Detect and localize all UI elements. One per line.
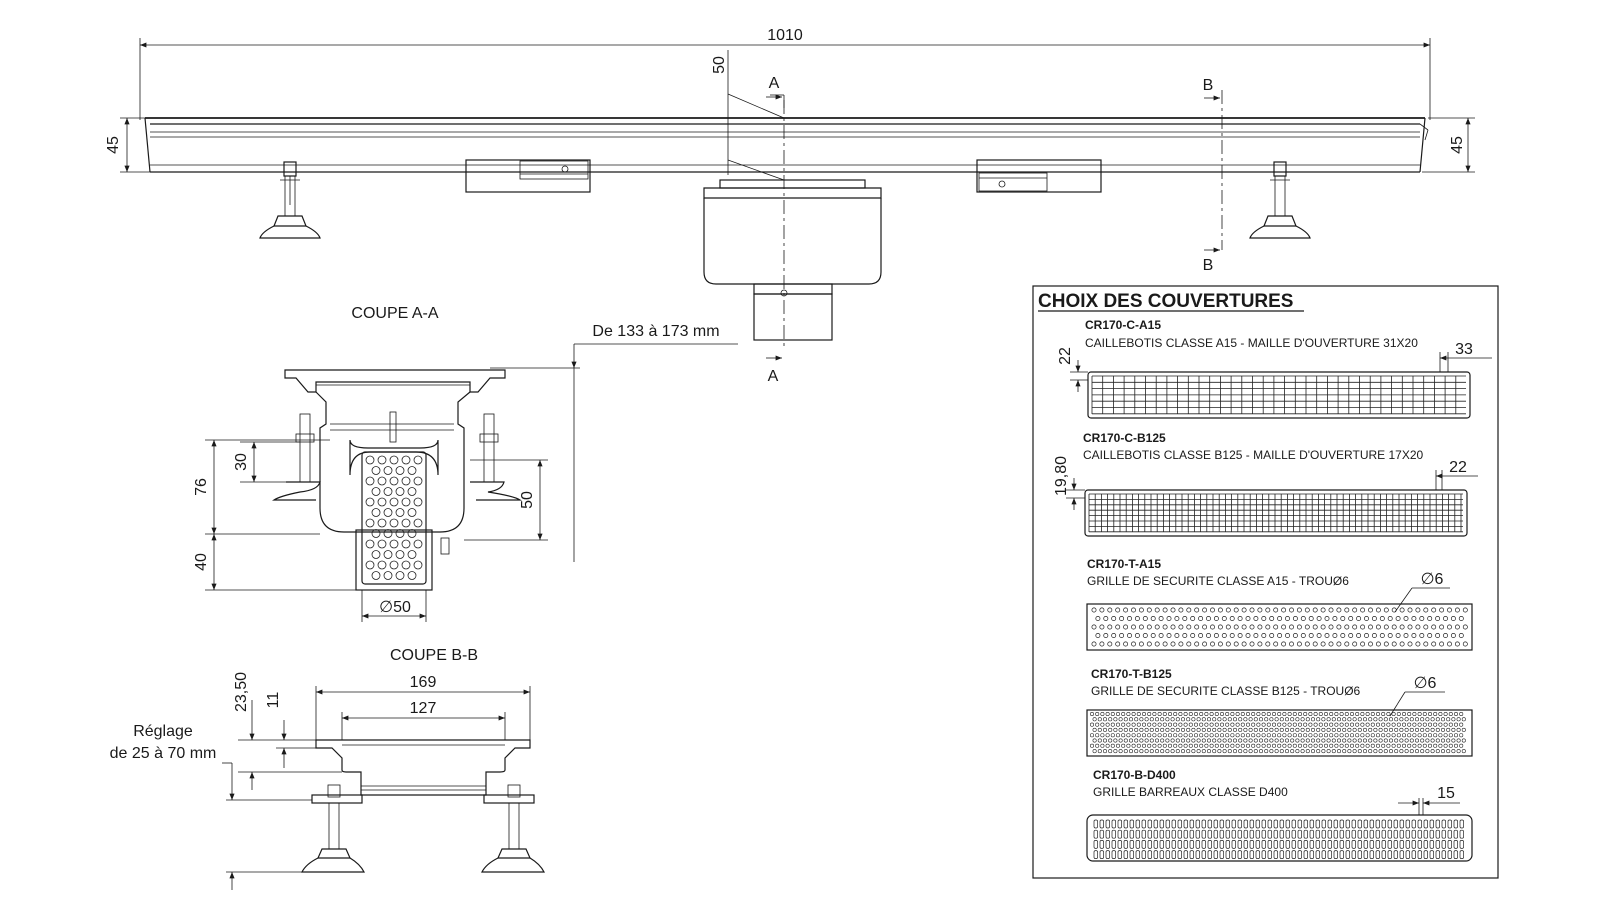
dim-offset: 50 xyxy=(711,56,728,74)
cover-dim-top: ∅6 xyxy=(1421,571,1444,588)
cover-description: CAILLEBOTIS CLASSE B125 - MAILLE D'OUVER… xyxy=(1083,448,1424,462)
dim-50-height: 50 xyxy=(519,491,536,509)
channel-section-bb xyxy=(315,739,531,796)
section-mark-a-top: A xyxy=(769,75,780,92)
cover-grating-mesh-17x20 xyxy=(1084,489,1468,537)
cover-code: CR170-C-A15 xyxy=(1085,318,1161,332)
adjustable-foot-left xyxy=(259,161,321,239)
covers-panel-title: CHOIX DES COUVERTURES xyxy=(1038,291,1293,312)
clamp-bracket-left xyxy=(465,159,591,193)
cover-dim-side: 19,80 xyxy=(1053,456,1070,496)
cover-security-grid-b125 xyxy=(1086,709,1473,757)
section-mark-b-bottom: B xyxy=(1203,257,1214,274)
cover-dim-top: 33 xyxy=(1455,341,1473,358)
side-bolt-left xyxy=(272,413,321,501)
dim-outlet-diameter: ∅50 xyxy=(379,599,411,616)
cover-description: GRILLE DE SECURITE CLASSE A15 - TROUØ6 xyxy=(1087,574,1349,588)
dim-2350: 23,50 xyxy=(233,672,250,712)
section-aa-title: COUPE A-A xyxy=(351,305,438,322)
cover-description: CAILLEBOTIS CLASSE A15 - MAILLE D'OUVERT… xyxy=(1085,336,1418,350)
clamp-bracket-right xyxy=(976,159,1102,193)
adjust-note-line2: de 25 à 70 mm xyxy=(110,745,217,762)
section-bb-view: COUPE B-B 169 127 xyxy=(110,647,545,890)
dim-overall-length: 1010 xyxy=(767,27,803,44)
cover-item-1: CR170-C-A15 CAILLEBOTIS CLASSE A15 - MAI… xyxy=(1057,318,1492,419)
section-mark-b-top: B xyxy=(1203,77,1214,94)
section-mark-a-bottom: A xyxy=(768,368,779,385)
cover-security-grid-a15 xyxy=(1086,603,1473,651)
dim-169: 169 xyxy=(410,674,437,691)
cover-item-3: CR170-T-A15 GRILLE DE SECURITE CLASSE A1… xyxy=(1086,557,1473,651)
cover-item-2: CR170-C-B125 CAILLEBOTIS CLASSE B125 - M… xyxy=(1053,431,1478,537)
adjustable-foot-right xyxy=(1249,161,1311,239)
note-height-range: De 133 à 173 mm xyxy=(592,323,719,340)
cover-dim-top: ∅6 xyxy=(1414,675,1437,692)
bb-foot-right xyxy=(481,784,545,873)
dim-11: 11 xyxy=(265,692,282,709)
cover-code: CR170-T-A15 xyxy=(1087,557,1161,571)
dim-127: 127 xyxy=(410,700,437,717)
cover-dim-side: 22 xyxy=(1057,347,1074,365)
cover-grating-mesh-31x20 xyxy=(1087,371,1471,419)
side-bolt-right xyxy=(470,413,522,501)
cover-code: CR170-B-D400 xyxy=(1093,768,1176,782)
cover-item-5: CR170-B-D400 GRILLE BARREAUX CLASSE D400… xyxy=(1086,768,1473,862)
filter-basket xyxy=(349,411,439,591)
drain-outlet-body xyxy=(703,179,882,341)
channel-rim xyxy=(284,369,506,393)
main-elevation-view: 1010 45 45 xyxy=(105,27,1475,385)
cover-bar-grating-d400 xyxy=(1086,814,1473,862)
covers-panel: CHOIX DES COUVERTURES CR170-C-A15 CAILLE… xyxy=(1032,285,1499,879)
dim-30: 30 xyxy=(233,453,250,471)
dim-height-left: 45 xyxy=(105,136,122,154)
cover-dim-top: 15 xyxy=(1437,785,1455,802)
adjust-note-line1: Réglage xyxy=(133,723,193,740)
section-bb-title: COUPE B-B xyxy=(390,647,478,664)
bb-foot-left xyxy=(301,784,365,873)
dim-76: 76 xyxy=(193,478,210,496)
dim-40: 40 xyxy=(193,553,210,571)
cover-code: CR170-T-B125 xyxy=(1091,667,1172,681)
covers-panel-frame xyxy=(1032,285,1499,879)
cover-item-4: CR170-T-B125 GRILLE DE SECURITE CLASSE B… xyxy=(1086,667,1473,757)
cover-description: GRILLE DE SECURITE CLASSE B125 - TROUØ6 xyxy=(1091,684,1361,698)
dim-height-right: 45 xyxy=(1449,136,1466,154)
section-aa-view: COUPE A-A De 133 à 173 mm xyxy=(193,305,738,622)
cover-code: CR170-C-B125 xyxy=(1083,431,1166,445)
cover-dim-top: 22 xyxy=(1449,459,1467,476)
cover-description: GRILLE BARREAUX CLASSE D400 xyxy=(1093,785,1288,799)
